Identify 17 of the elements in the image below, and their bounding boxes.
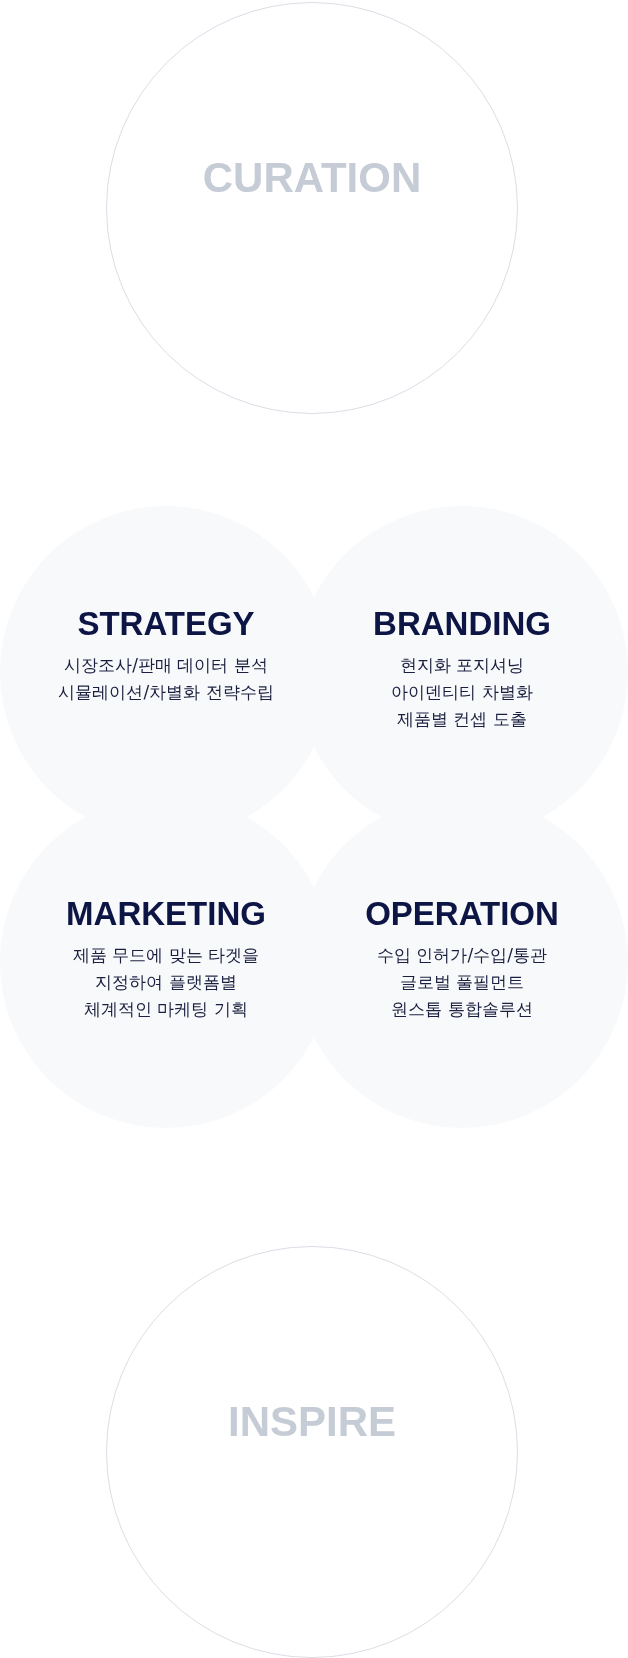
circle-title: STRATEGY (77, 604, 255, 644)
description-line: 글로벌 풀필먼트 (399, 971, 525, 994)
description-line: 원스톱 통합솔루션 (391, 998, 533, 1021)
description-line: 아이덴티티 차별화 (391, 681, 533, 704)
description-line: 지정하여 플랫폼별 (95, 971, 237, 994)
description-line: 시장조사/판매 데이터 분석 (64, 654, 268, 677)
description-line: 수입 인허가/수입/통관 (377, 944, 547, 967)
description-line: 현지화 포지셔닝 (399, 654, 525, 677)
circle-title: INSPIRE (227, 1402, 396, 1442)
description-line: 시뮬레이션/차별화 전략수립 (58, 681, 274, 704)
description-line: 체계적인 마케팅 기획 (84, 998, 248, 1021)
description-line: 제품별 컨셉 도출 (397, 708, 527, 731)
description-line: 제품 무드에 맞는 타겟을 (72, 944, 260, 967)
circle-title: BRANDING (373, 604, 551, 644)
circle-title: MARKETING (66, 894, 266, 934)
circle-title: OPERATION (365, 894, 559, 934)
circle-title: CURATION (202, 158, 422, 198)
